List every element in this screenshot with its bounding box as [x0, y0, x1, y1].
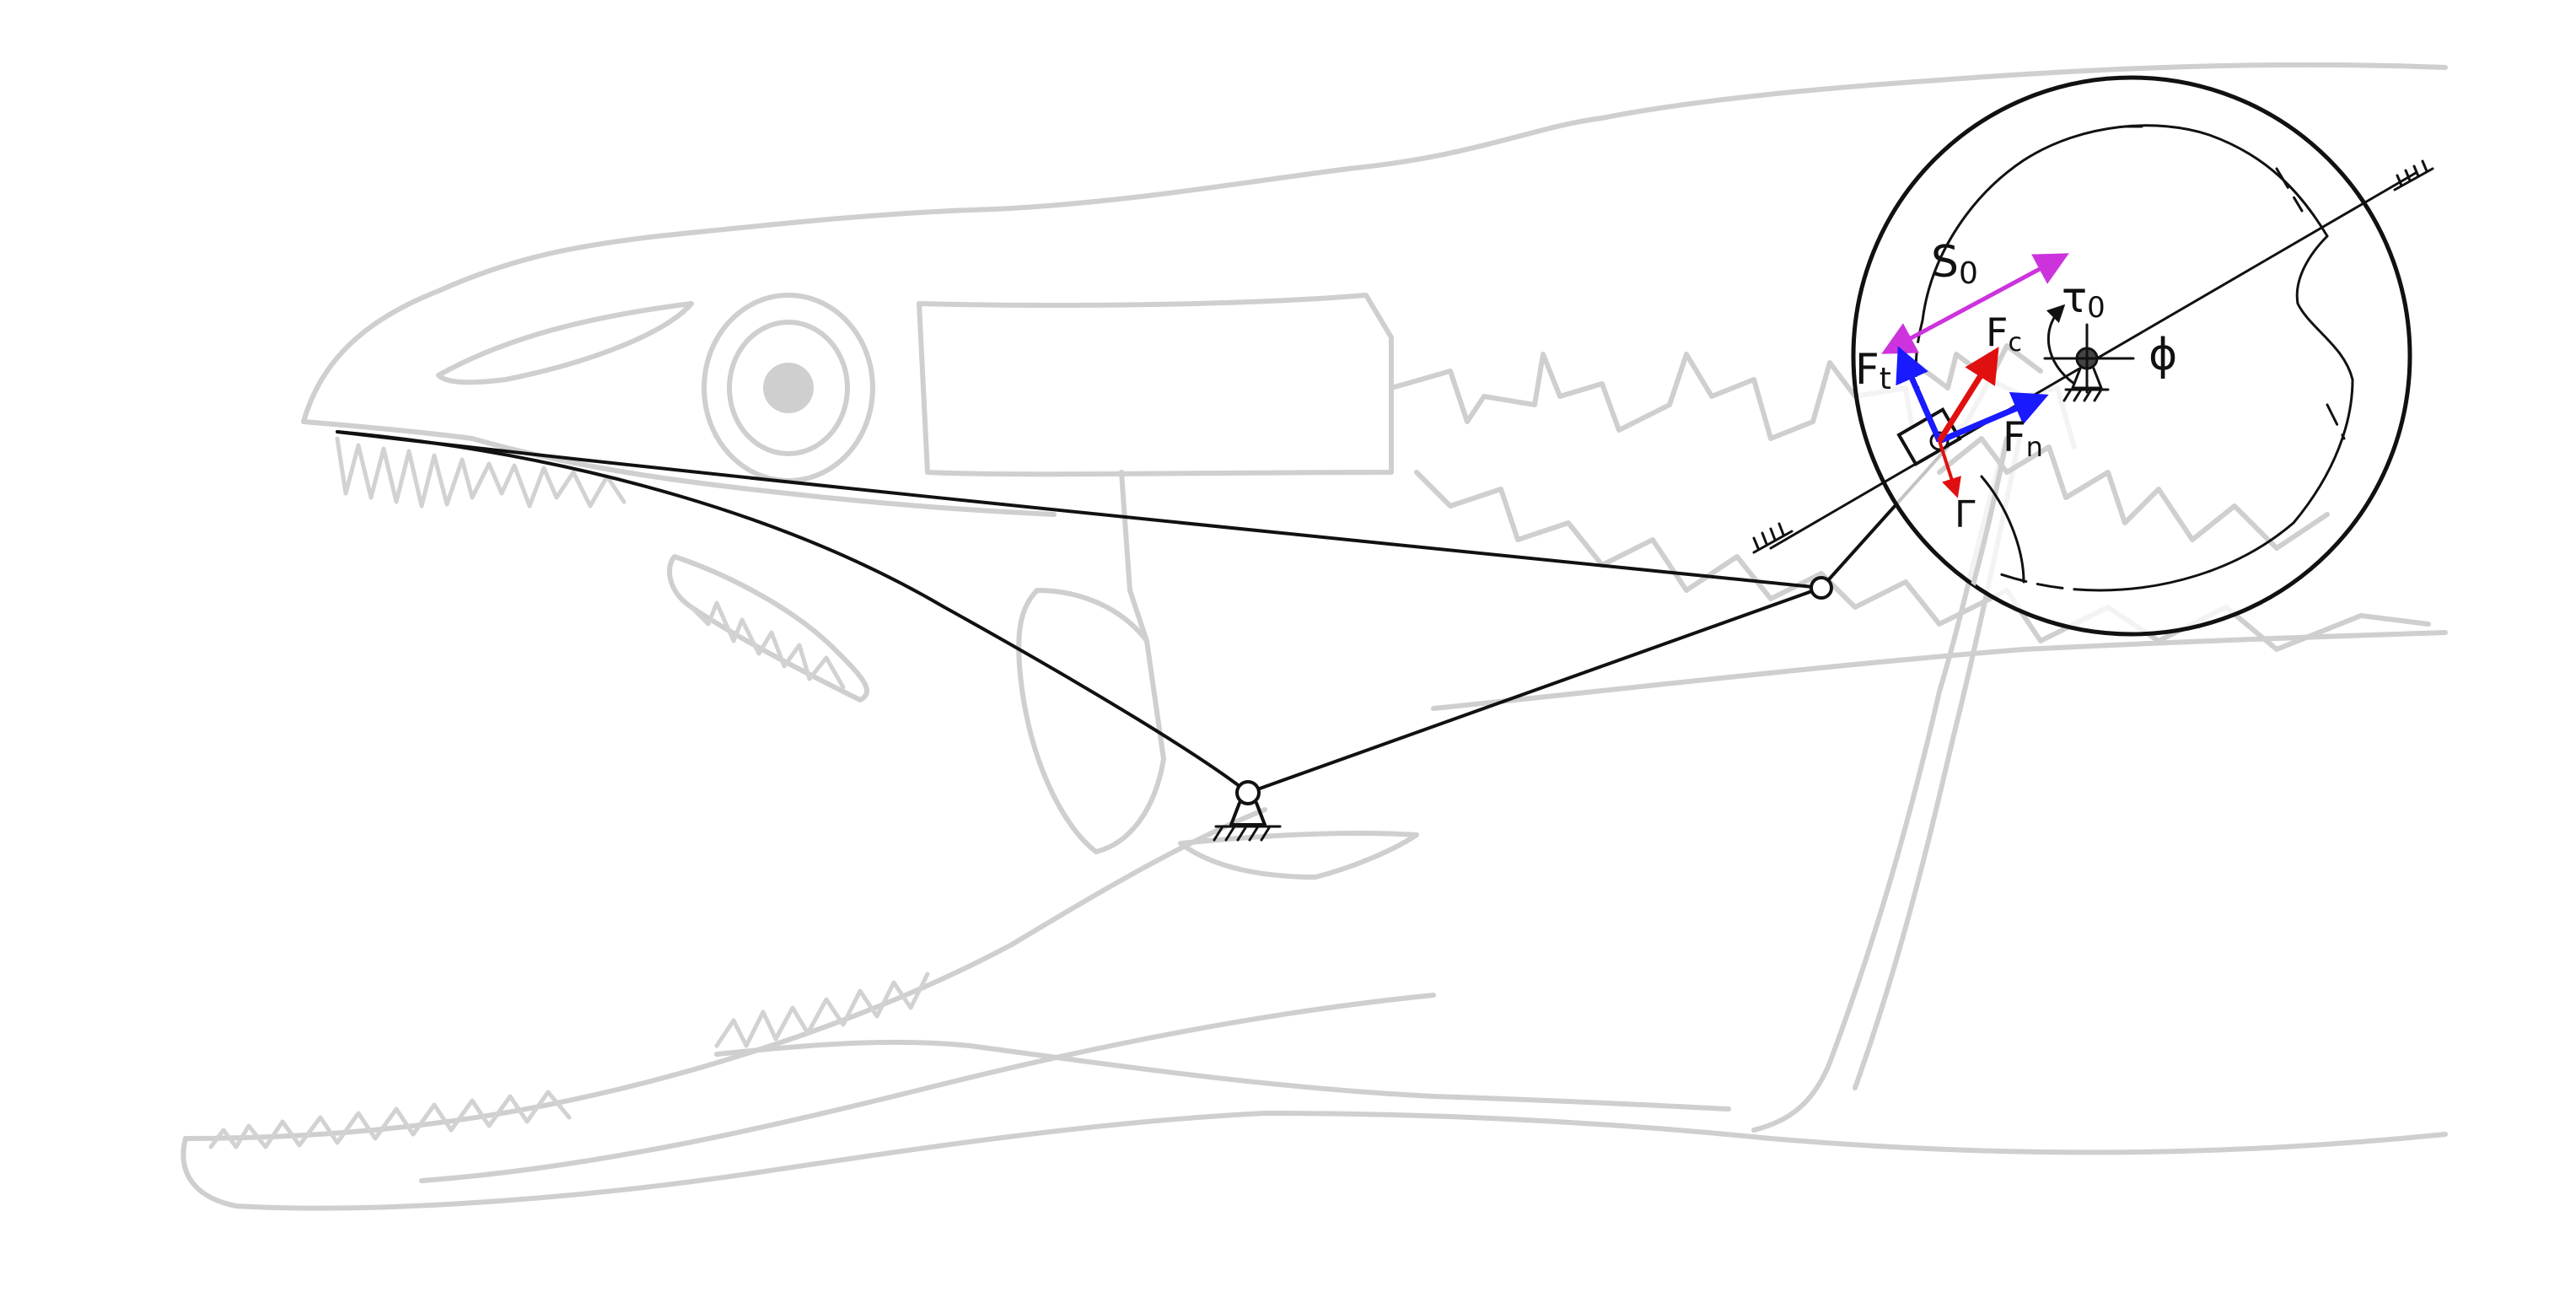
- fc-arrow: [1937, 347, 1999, 443]
- lower-teeth-rear: [714, 972, 930, 1048]
- pivot-link: [1246, 586, 1823, 794]
- ground-pivot-icon: [1213, 780, 1282, 842]
- hatched-wall-icon: [1752, 522, 1794, 554]
- ground-pivot-icon: [2043, 323, 2135, 402]
- jugal-bar: [1119, 470, 1149, 643]
- inset-circle: [1851, 75, 2412, 637]
- snout-upper: [301, 419, 475, 441]
- s0-arrow: [1881, 253, 2069, 354]
- ft-label: Ft: [1855, 345, 1891, 396]
- inset-curve: [1980, 475, 2025, 584]
- maxilla-edge: [470, 436, 1057, 517]
- orbit-inner: [727, 320, 850, 456]
- fn-arrow: [1938, 391, 2049, 444]
- antorbital-fenestra: [436, 301, 694, 385]
- far-joint: [1810, 576, 1833, 600]
- fc-label: Fc: [1986, 310, 2022, 358]
- s0-label: S0: [1931, 237, 1978, 291]
- quadrate-region: [1016, 588, 1166, 854]
- mandible-groove: [714, 1039, 1731, 1112]
- tau0-label: τ0: [2062, 273, 2105, 325]
- pterygoid-flange: [667, 554, 869, 703]
- upper-jaw-link: [336, 430, 1823, 589]
- lower-curved-link: [336, 430, 1250, 794]
- labels: S0 τ0 ϕ Ft Fc Fn Γ: [1855, 237, 2177, 536]
- gamma-arrow: [1938, 440, 1961, 498]
- inset-contour: [1921, 124, 2354, 592]
- skull-upper-outline: [301, 62, 2448, 424]
- ft-arrow: [1896, 346, 1943, 443]
- hatched-wall-icon: [2393, 159, 2434, 191]
- neck-lower-outline: [1431, 630, 2448, 711]
- eye-pupil: [763, 363, 814, 413]
- mandible-lower-edge: [180, 1111, 2448, 1211]
- lower-teeth: [208, 1090, 572, 1149]
- phi-label: ϕ: [2148, 330, 2177, 380]
- mandible-upper-edge: [183, 807, 1267, 1141]
- zoom-inset: [1752, 75, 2434, 637]
- mandible-inner-line: [419, 993, 1436, 1183]
- inset-contour-dashed: [1997, 572, 2101, 592]
- postorbital-block: [917, 293, 1394, 477]
- upper-teeth: [335, 436, 627, 509]
- gamma-label: Γ: [1955, 493, 1976, 536]
- retroarticular-process: [1178, 831, 1419, 880]
- fn-label: Fn: [2003, 414, 2043, 463]
- inset-contour-dashed-top: [2123, 125, 2346, 440]
- pterygoid-teeth: [689, 600, 846, 690]
